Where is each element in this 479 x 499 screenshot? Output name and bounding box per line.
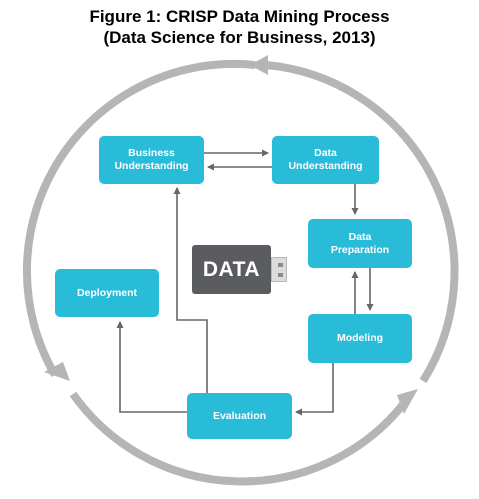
business-understanding-box[interactable]: Business Understanding (99, 136, 204, 184)
deployment-box[interactable]: Deployment (55, 269, 159, 317)
data-preparation-label: Data Preparation (330, 230, 390, 256)
usb-drive-icon: DATA (192, 245, 289, 294)
figure-title-line-1: Figure 1: CRISP Data Mining Process (89, 7, 390, 26)
cycle-arrowhead-top (250, 55, 268, 75)
figure-title-line-2: (Data Science for Business, 2013) (103, 28, 376, 47)
business-understanding-label: Business Understanding (114, 147, 189, 172)
outer-cycle-ring (22, 55, 459, 486)
arrow-modeling-to-evaluation (295, 363, 334, 416)
evaluation-box[interactable]: Evaluation (187, 393, 292, 439)
figure-title: Figure 1: CRISP Data Mining Process (Dat… (0, 6, 479, 48)
evaluation-label: Evaluation (212, 409, 267, 422)
deployment-label: Deployment (76, 286, 138, 299)
usb-drive-body: DATA (192, 245, 271, 294)
cycle-arc-bottom (69, 391, 409, 486)
data-preparation-box[interactable]: Data Preparation (308, 219, 412, 268)
cycle-arc-top-to-left (22, 59, 256, 378)
arrow-evaluation-to-deployment (116, 321, 187, 413)
data-icon-label: DATA (202, 257, 261, 281)
cycle-arrowhead-left (44, 362, 70, 381)
usb-plug (271, 257, 287, 282)
process-connectors (116, 149, 374, 416)
data-understanding-label: Data Understanding (288, 147, 363, 172)
data-understanding-box[interactable]: Data Understanding (272, 136, 379, 184)
modeling-label: Modeling (336, 332, 384, 344)
arrow-evaluation-to-business (173, 187, 208, 393)
cycle-arc-right-to-top (265, 61, 459, 384)
modeling-box[interactable]: Modeling (308, 314, 412, 363)
cycle-arrowhead-bottom-right (397, 389, 418, 414)
